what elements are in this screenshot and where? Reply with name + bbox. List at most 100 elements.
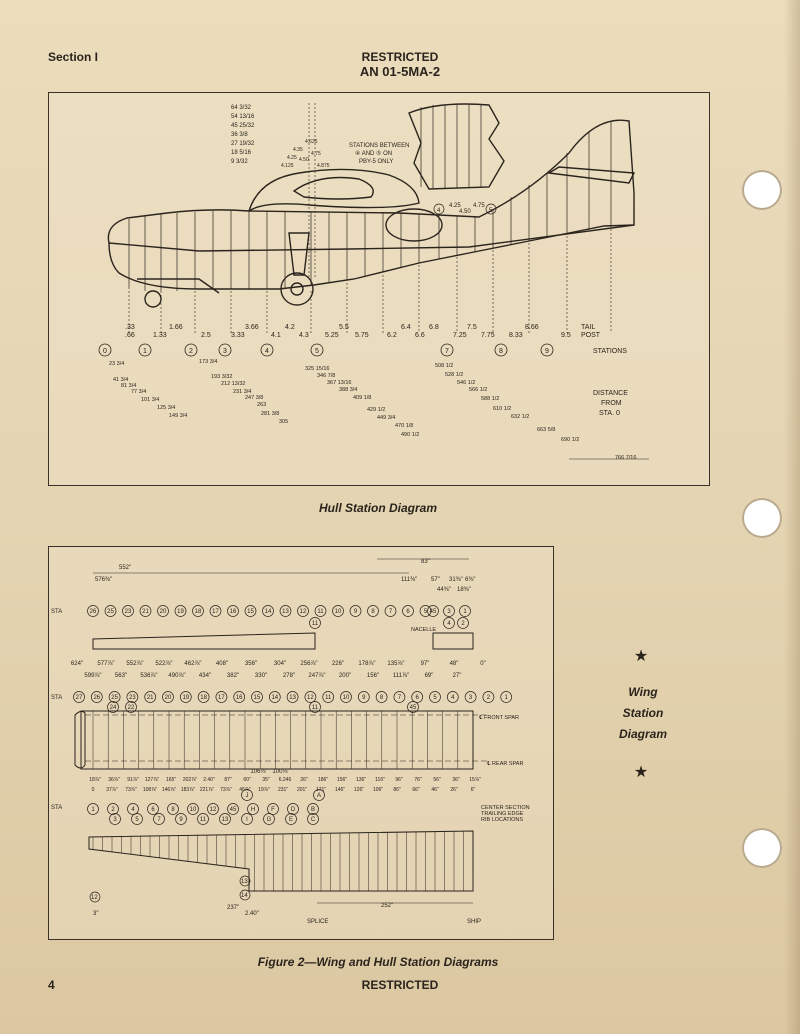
distance: 305	[279, 419, 288, 425]
rib-circle-top-ring	[87, 803, 99, 815]
distance: 490 1/2	[401, 432, 419, 438]
rib-circle-top: 6	[151, 807, 155, 813]
rib-circle-top-ring	[247, 803, 259, 815]
rib-circle-top-ring	[127, 803, 139, 815]
row1-sub-circle-ring	[443, 617, 455, 629]
row2-station-circle-ring	[393, 691, 406, 703]
station-circle-0: 0	[103, 348, 107, 355]
wing-top-dims: 83" 576⅜" 552" 111⅜" 57" 31⅜" 6⅜" 44⅜" 1…	[51, 558, 475, 615]
binder-hole	[742, 498, 782, 538]
row2-station-circle: 9	[362, 695, 366, 701]
rib-circle-top-ring	[207, 803, 219, 815]
main-wing-planform	[74, 710, 474, 770]
row2-station-circle: 19	[182, 695, 189, 701]
dim-552: 552"	[119, 565, 131, 571]
station-value: 8.33	[509, 332, 523, 339]
rib-dim-bot: 221⅞"	[200, 787, 215, 793]
row1-station-circle: 5	[424, 609, 428, 615]
row2-station-circle: 4	[451, 695, 455, 701]
station-value: 6.6	[415, 332, 425, 339]
row2-station-circle: 8	[380, 695, 384, 701]
hull-right-labels: TAIL POST STATIONS DISTANCE FROM STA. 0	[581, 324, 628, 417]
row1-station-circle-ring	[192, 605, 204, 617]
row1-station-circle-ring	[459, 605, 471, 617]
pby-station-circle: 4	[437, 208, 441, 214]
inset-station: 4.875	[317, 163, 330, 169]
rib-dim-top: 15⅞"	[469, 777, 481, 783]
rib-dim-misc: 106⅞"	[250, 769, 267, 775]
row1-station-circle: 1	[463, 609, 467, 615]
row2-station-circle: 26	[93, 695, 100, 701]
hull-station-diagram: 64 3/32 54 13/16 45 25/32 36 3/8 27 19/3…	[48, 92, 710, 486]
dim-576: 576⅜"	[95, 577, 112, 583]
station-value: 3.33	[231, 332, 245, 339]
rib-dim-top: 56"	[433, 777, 441, 783]
row2-station-circle-ring	[304, 691, 317, 703]
distance: 101 3/4	[141, 397, 159, 403]
rib-circle-top: 4	[131, 807, 135, 813]
station-value: 7.25	[453, 332, 467, 339]
rib-dim-top: 36⅞"	[108, 777, 120, 783]
rib-circle-bot-ring	[197, 813, 209, 825]
rib-circle-top-ring	[147, 803, 159, 815]
row2-station-circle: 17	[218, 695, 225, 701]
row1-station-circle: 45	[430, 609, 437, 615]
row2-station-circle-ring	[446, 691, 459, 703]
top-dim: 45 25/32	[231, 123, 255, 129]
circle-13: 13	[241, 879, 248, 885]
row1-station-circle-ring	[244, 605, 257, 617]
row2-station-circle-ring	[251, 691, 263, 703]
row2-sub-circle: 45	[410, 705, 417, 711]
distance: 212 13/32	[221, 381, 245, 387]
front-spar-label: ℄ FRONT SPAR	[478, 715, 519, 721]
rib-circle-top-ring	[307, 803, 319, 815]
rear-spar-label: ℄ REAR SPAR	[486, 761, 523, 767]
rib-circle-top-ring	[167, 803, 179, 815]
row2-station-circle-ring	[482, 691, 495, 703]
rib-dim-top: 165"	[166, 777, 176, 783]
station-value: 1.66	[169, 324, 183, 331]
rib-dim-top: 136"	[356, 777, 366, 783]
row1-station-circle: 26	[90, 609, 97, 615]
station-value: 6.4	[401, 324, 411, 331]
note-line: PBY-5 ONLY	[359, 159, 393, 165]
row2-dim-top: 408"	[216, 661, 228, 667]
stations-label: STATIONS	[593, 348, 627, 355]
row2-dim-bot: 247⅞"	[308, 673, 325, 679]
rib-dims: 18⅞"36⅞"91⅞"127⅞"165"202⅞"2.40"87"60"35"…	[89, 777, 481, 793]
rib-circle-bot-ring	[109, 813, 121, 825]
row2-dim-top: 462⅞"	[184, 661, 201, 667]
rib-circle-top: F	[271, 807, 275, 813]
station-value: 6.2	[387, 332, 397, 339]
rib-circle-bot-ring	[263, 813, 275, 825]
row1-station-circle-ring	[262, 605, 274, 617]
note-line: ④ AND ⑤ ON	[355, 150, 392, 157]
row2-station-circle-ring	[411, 691, 424, 703]
lower-wing-ribs	[92, 831, 464, 891]
svg-text:TRAILING EDGE: TRAILING EDGE	[481, 811, 524, 817]
row2-dim-bot: 27"	[453, 673, 462, 679]
rib-dim-bot: 146"	[335, 787, 345, 793]
row1-station-circle-ring	[367, 605, 379, 617]
row1-station-circle-ring	[297, 605, 309, 617]
row1-station-circle: 10	[335, 609, 342, 615]
pby5-stations: 4 4.25 4.50 4.75 5	[433, 203, 497, 215]
row2-station-circle: 11	[325, 695, 332, 701]
row1-station-circle-ring	[443, 605, 455, 617]
row1-station-circle: 23	[125, 609, 132, 615]
rib-dim-bot: 183⅞"	[181, 787, 196, 793]
wing-diagram-title: Wing Station Diagram	[600, 682, 686, 745]
row2-dim-bot: 434"	[199, 673, 211, 679]
row1-station-circle-ring	[227, 605, 239, 617]
row2-dim-top: 135⅞"	[387, 661, 404, 667]
row2-dim-top: 522⅞"	[155, 661, 172, 667]
row2-dim-top: 304"	[274, 661, 286, 667]
from-label: FROM	[601, 400, 622, 407]
row2-station-circle-ring	[357, 691, 370, 703]
row2-station-circle: 13	[289, 695, 296, 701]
row2-station-circle-ring	[500, 691, 513, 703]
row2-dim-top: 624"	[71, 661, 83, 667]
distance: 470 1/8	[395, 423, 413, 429]
station-value: .66	[125, 332, 135, 339]
sta-label: STA	[51, 609, 62, 615]
